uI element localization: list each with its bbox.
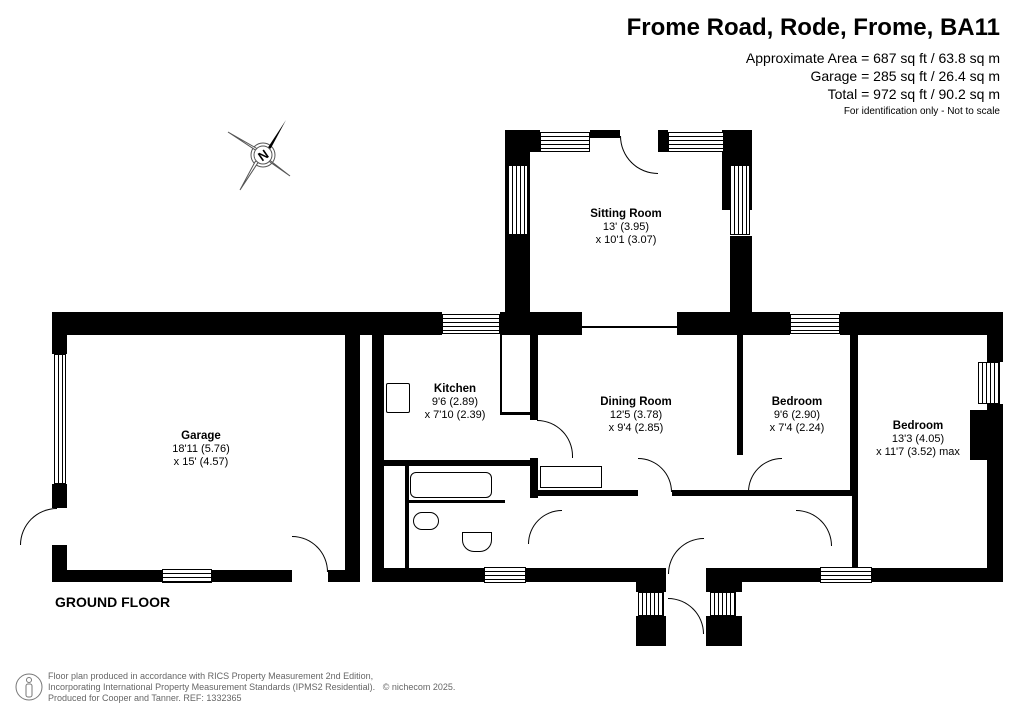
wall bbox=[970, 410, 987, 460]
cupboard bbox=[540, 466, 602, 488]
wall bbox=[52, 312, 67, 354]
wall bbox=[724, 130, 752, 165]
window bbox=[820, 567, 872, 583]
wall bbox=[743, 490, 783, 496]
wall bbox=[636, 616, 666, 646]
wall bbox=[677, 312, 790, 335]
wall bbox=[730, 236, 752, 335]
wall bbox=[328, 570, 360, 582]
window bbox=[540, 132, 590, 152]
kitchen-door bbox=[537, 420, 573, 458]
wall bbox=[505, 130, 540, 152]
window bbox=[508, 165, 528, 235]
wall bbox=[526, 568, 666, 582]
front-door bbox=[668, 598, 704, 634]
wall bbox=[706, 582, 742, 592]
window bbox=[484, 567, 526, 583]
wall bbox=[530, 458, 538, 498]
garage-door bbox=[292, 536, 328, 572]
wall bbox=[636, 582, 666, 592]
wall bbox=[706, 616, 742, 646]
disclaimer: For identification only - Not to scale bbox=[843, 106, 1000, 117]
bedroom2-door bbox=[796, 510, 832, 546]
bedroom-door bbox=[748, 458, 782, 492]
bath-icon bbox=[410, 472, 492, 498]
window bbox=[54, 354, 66, 484]
wall bbox=[785, 490, 855, 496]
wall bbox=[737, 335, 743, 455]
wall bbox=[672, 490, 744, 496]
wall bbox=[500, 412, 530, 415]
bathroom-door bbox=[528, 510, 562, 544]
dining-door bbox=[638, 458, 672, 492]
wall bbox=[52, 312, 442, 335]
copyright: © nichecom 2025. bbox=[382, 682, 456, 692]
wall bbox=[852, 496, 858, 568]
wall bbox=[872, 568, 1003, 582]
wall bbox=[658, 130, 668, 152]
wall bbox=[212, 570, 292, 582]
sink-icon bbox=[386, 383, 410, 413]
wall bbox=[52, 570, 162, 582]
window bbox=[638, 592, 664, 616]
window bbox=[710, 592, 736, 616]
window bbox=[790, 314, 840, 334]
window bbox=[978, 362, 1000, 404]
wall bbox=[384, 460, 534, 466]
door bbox=[620, 136, 658, 174]
wall bbox=[987, 404, 1003, 582]
wall bbox=[530, 335, 538, 420]
wall bbox=[590, 130, 620, 138]
compass-icon: N bbox=[227, 120, 291, 191]
window bbox=[730, 165, 750, 235]
wall bbox=[52, 484, 67, 508]
wall bbox=[536, 490, 638, 496]
garage-area: Garage = 285 sq ft / 26.4 sq m bbox=[810, 68, 1001, 84]
wall bbox=[405, 500, 505, 503]
wall bbox=[372, 568, 484, 582]
wall bbox=[840, 312, 1003, 335]
wall bbox=[500, 335, 502, 415]
approx-area: Approximate Area = 687 sq ft / 63.8 sq m bbox=[745, 50, 1000, 66]
floor-label: GROUND FLOOR bbox=[55, 594, 171, 610]
wall bbox=[500, 312, 582, 335]
wall bbox=[987, 312, 1003, 362]
total-area: Total = 972 sq ft / 90.2 sq m bbox=[827, 86, 1000, 102]
basin-icon bbox=[462, 532, 492, 552]
front-inner-door bbox=[668, 538, 704, 574]
footer-text: Floor plan produced in accordance with R… bbox=[48, 671, 456, 703]
window bbox=[668, 132, 724, 152]
person-icon bbox=[15, 673, 43, 701]
garage-side-door bbox=[20, 508, 57, 545]
window bbox=[442, 314, 500, 334]
wall bbox=[345, 335, 360, 582]
wall bbox=[582, 326, 677, 328]
wall bbox=[372, 335, 384, 582]
property-title: Frome Road, Rode, Frome, BA11 bbox=[626, 14, 1000, 41]
wall bbox=[850, 335, 858, 496]
toilet-icon bbox=[413, 512, 439, 530]
window bbox=[162, 569, 212, 583]
wall bbox=[405, 466, 409, 568]
wall bbox=[706, 568, 820, 582]
